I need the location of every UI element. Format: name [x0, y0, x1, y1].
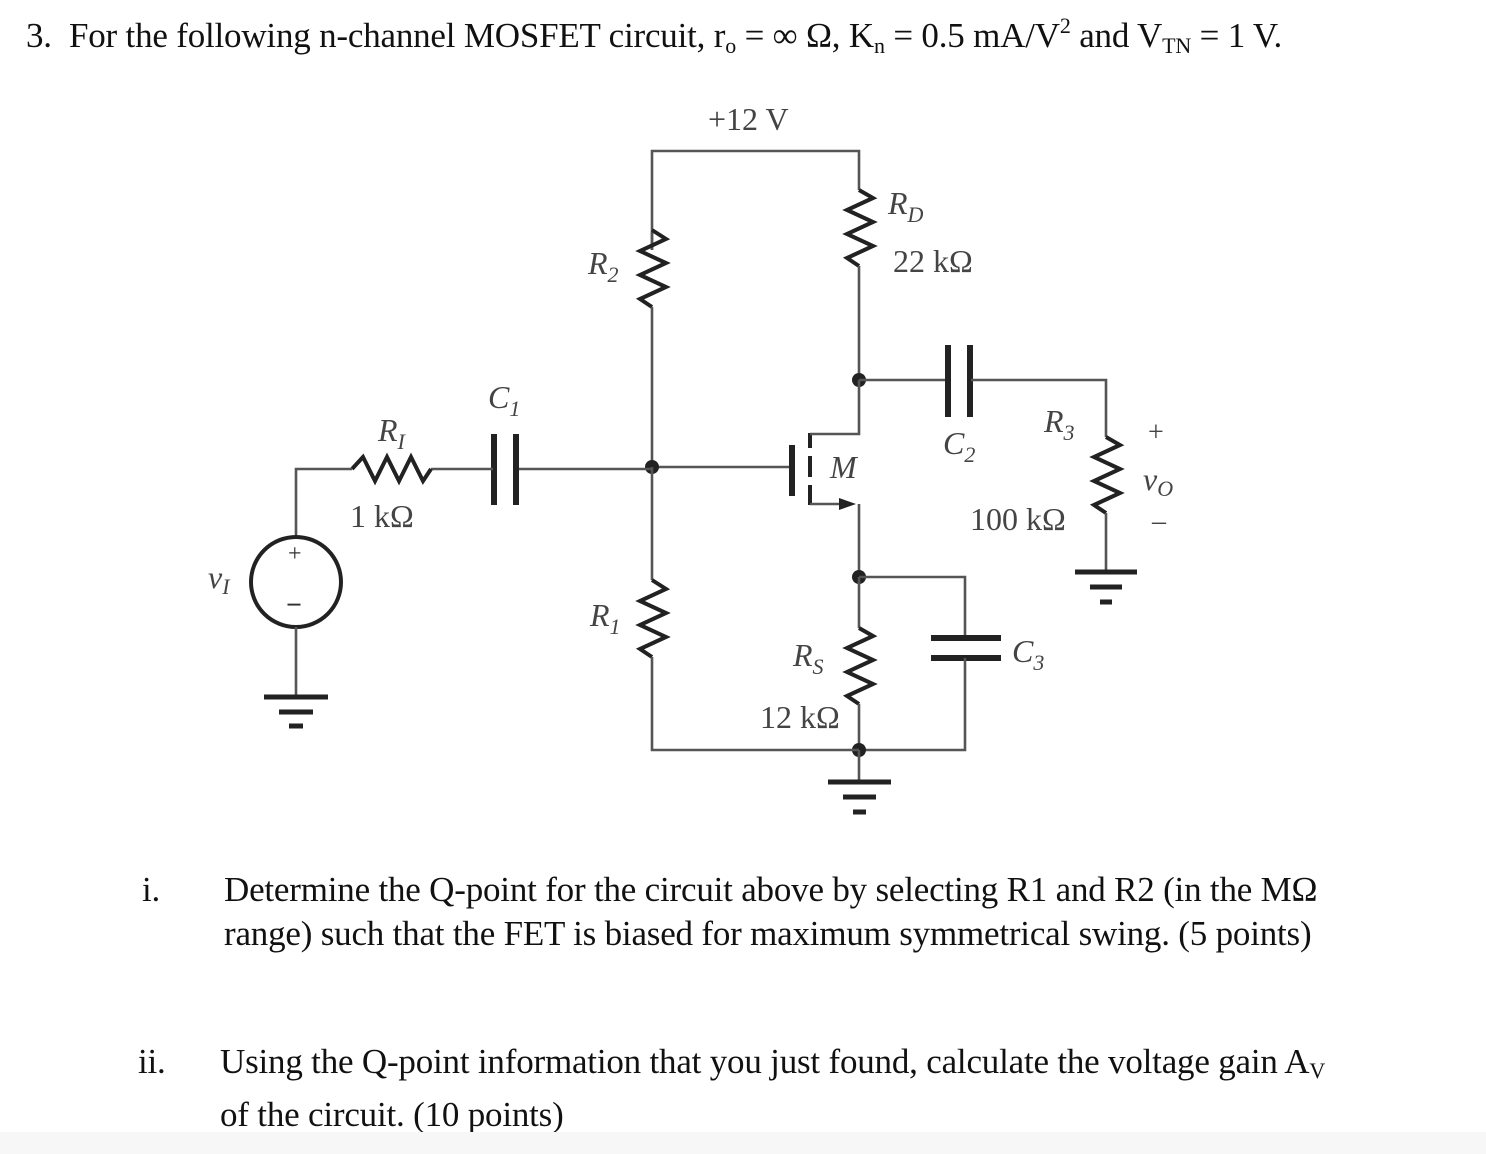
- vtn-value: = 1 V.: [1191, 16, 1283, 55]
- question-statement: 3. For the following n-channel MOSFET ci…: [26, 13, 1283, 59]
- source-minus: −: [286, 590, 302, 621]
- mosfet-label: M: [829, 449, 859, 485]
- c2-label: C2: [943, 425, 975, 467]
- part-ii-text: Using the Q-point information that you j…: [220, 1042, 1326, 1134]
- part-ii-number: ii.: [138, 1042, 166, 1081]
- r1-label: R1: [589, 597, 621, 639]
- vtn-symbol: VTN: [1137, 16, 1192, 58]
- resistor-r2: [635, 228, 671, 309]
- supply-label: +12 V: [708, 101, 789, 137]
- ground-icon: [828, 779, 891, 815]
- ground-icon: [264, 694, 328, 729]
- circuit-diagram: +12 V R2 RD 22 kΩ C2 R3 100 kΩ + vO – M: [208, 101, 1173, 815]
- question-intro: For the following n-channel MOSFET circu…: [68, 16, 714, 55]
- mosfet-m: [652, 380, 861, 576]
- supply-rail: [650, 149, 861, 250]
- kn-symbol: Kn: [848, 16, 885, 58]
- ground-icon: [1075, 569, 1137, 605]
- rs-value: 12 kΩ: [760, 699, 840, 735]
- kn-value: = 0.5 mA/V2: [884, 13, 1071, 56]
- resistor-r1: [635, 578, 671, 659]
- vi-label: vI: [208, 559, 231, 599]
- rs-label: RS: [792, 637, 824, 679]
- part-i-number: i.: [142, 870, 161, 909]
- ri-label: RI: [377, 412, 407, 454]
- rd-label: RD: [887, 185, 924, 227]
- resistor-rd: [842, 188, 878, 268]
- question-number: 3.: [26, 16, 52, 55]
- part-i-text: Determine the Q-point for the circuit ab…: [224, 870, 1318, 953]
- r3-value: 100 kΩ: [970, 501, 1066, 537]
- ri-value: 1 kΩ: [350, 498, 414, 534]
- r2-label: R2: [587, 245, 619, 287]
- vo-minus: –: [1151, 506, 1167, 537]
- page-bottom-edge: [0, 1132, 1486, 1154]
- resistor-ri: [350, 452, 433, 486]
- ro-value: = ∞ Ω,: [736, 16, 849, 55]
- vo-label: vO: [1143, 461, 1173, 501]
- source-plus: +: [288, 541, 302, 567]
- resistor-rs: [842, 626, 878, 706]
- rd-value: 22 kΩ: [893, 243, 973, 279]
- r3-label: R3: [1043, 403, 1075, 445]
- ro-symbol: ro: [713, 16, 737, 58]
- vo-plus: +: [1148, 417, 1164, 448]
- resistor-r3: [1089, 435, 1125, 515]
- c3-label: C3: [1012, 633, 1044, 675]
- c1-label: C1: [488, 379, 520, 421]
